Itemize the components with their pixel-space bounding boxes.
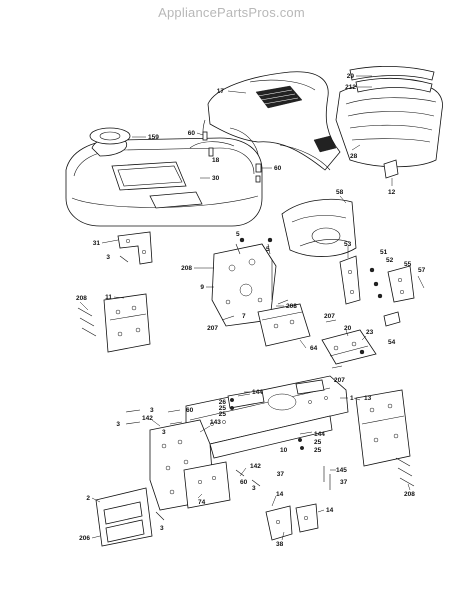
callout-37-a: 37 [277, 471, 285, 478]
callout-53: 53 [344, 241, 352, 248]
rear-frame-plate-part [355, 389, 411, 467]
callout-60-b: 60 [240, 479, 248, 486]
callout-144-mid: 144 [314, 431, 325, 438]
callout-11: 11 [105, 294, 112, 301]
callout-52: 52 [386, 257, 394, 264]
callout-3-c: 3 [162, 429, 166, 436]
callout-3-b: 3 [116, 421, 120, 428]
callout-60-hood: 60 [188, 130, 196, 137]
front-bumper-part [335, 65, 443, 179]
callout-3-a: 3 [150, 407, 154, 414]
callout-206: 206 [79, 535, 90, 542]
callout-26: 26 [219, 399, 227, 406]
callout-30: 30 [212, 175, 220, 182]
hood-bracket-part [117, 231, 153, 265]
callout-29: 29 [347, 73, 355, 80]
callout-60-a: 60 [186, 407, 194, 414]
callout-55: 55 [404, 261, 412, 268]
callout-3-d: 3 [252, 485, 256, 492]
callout-12: 12 [388, 189, 396, 196]
callout-208-mid: 208 [286, 303, 297, 310]
callout-64: 64 [310, 345, 318, 352]
left-frame-rail-part [149, 419, 231, 511]
callout-74: 74 [198, 499, 206, 506]
callout-207-right: 207 [324, 313, 335, 320]
callout-2: 2 [86, 495, 90, 502]
callout-3-e: 3 [160, 525, 164, 532]
callout-25-b: 25 [219, 411, 227, 418]
lower-bracket-set [265, 503, 319, 541]
callout-208-right: 208 [404, 491, 415, 498]
callout-54: 54 [388, 339, 396, 346]
callout-5-right: 5 [266, 246, 270, 253]
callout-9: 9 [200, 284, 204, 291]
callout-18: 18 [212, 157, 220, 164]
main-frame-part [185, 375, 349, 459]
callout-23: 23 [366, 329, 374, 336]
callout-57: 57 [418, 267, 426, 274]
callout-159: 159 [148, 134, 159, 141]
fender-deck-part [65, 137, 263, 227]
callout-145: 145 [336, 467, 347, 474]
dash-panel-part [281, 198, 357, 257]
hitch-plate-part [321, 329, 377, 365]
callout-5-left: 5 [236, 231, 240, 238]
callout-37-b: 37 [340, 479, 348, 486]
callout-25-d: 25 [314, 447, 322, 454]
callout-208-left: 208 [76, 295, 87, 302]
cup-holder-part [89, 127, 131, 145]
watermark: AppliancePartsPros.com [158, 5, 305, 20]
callout-142-a: 142 [142, 415, 153, 422]
callout-13: 13 [364, 395, 372, 402]
callout-144-top: 144 [252, 389, 263, 396]
callout-142-b: 142 [250, 463, 261, 470]
callout-17: 17 [217, 88, 225, 95]
callout-labels: 17 29 212 159 60 18 28 60 30 12 58 31 3 … [76, 73, 426, 548]
callout-58: 58 [336, 189, 344, 196]
callout-31: 31 [93, 240, 101, 247]
callout-212: 212 [345, 84, 356, 91]
callout-51: 51 [380, 249, 388, 256]
callout-14-a: 14 [276, 491, 284, 498]
hood-fasteners [202, 131, 262, 183]
hood-grille [255, 85, 303, 109]
side-bracket-set [339, 255, 415, 327]
fastener-set [77, 237, 415, 521]
callout-20: 20 [344, 325, 352, 332]
callout-7: 7 [242, 313, 246, 320]
callout-143: 143 [210, 419, 221, 426]
front-axle-bracket-part [95, 487, 153, 547]
callout-14-b: 14 [326, 507, 334, 514]
hood-part [202, 71, 341, 171]
callout-207-mid: 207 [207, 325, 218, 332]
callout-28: 28 [350, 153, 358, 160]
callout-207-lower: 207 [334, 377, 345, 384]
callout-25-a: 25 [219, 405, 227, 412]
callout-38: 38 [276, 541, 284, 548]
callout-25-c: 25 [314, 439, 322, 446]
callout-3-top: 3 [106, 254, 110, 261]
callout-1: 1 [350, 395, 354, 402]
callout-208-upper: 208 [181, 265, 192, 272]
battery-tray-part [257, 303, 311, 347]
callout-60-deck: 60 [274, 165, 282, 172]
left-side-plate-part [103, 293, 151, 353]
callout-10: 10 [280, 447, 288, 454]
